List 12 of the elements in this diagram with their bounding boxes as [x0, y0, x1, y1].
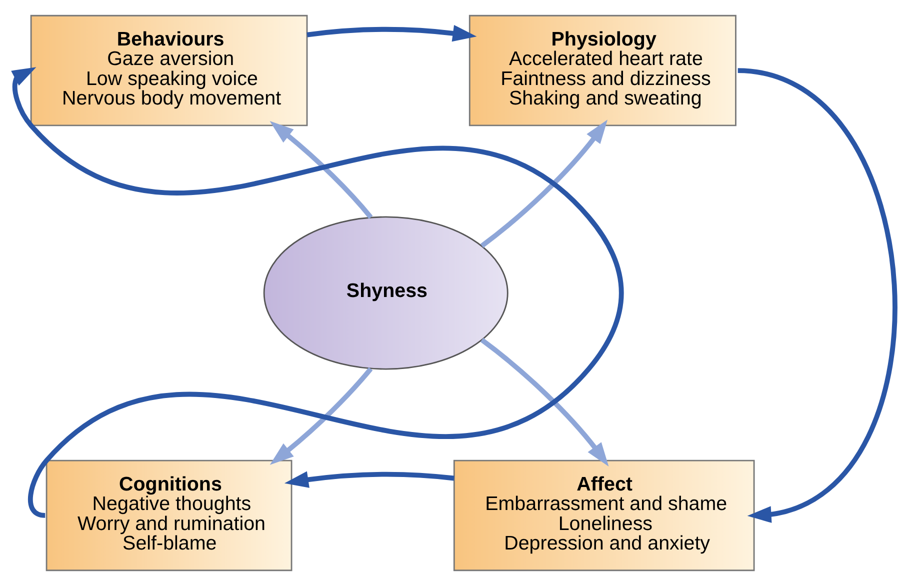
arrow	[480, 120, 608, 248]
node-box: Physiology Accelerated heart rate Faintness and dizziness Shaking and sweating	[468, 14, 736, 126]
node-box: Affect Embarrassment and shame Loneliness Depression and anxiety	[452, 460, 754, 572]
node-ellipse: Shyness	[262, 216, 508, 370]
arrow	[284, 471, 454, 488]
arrow	[306, 24, 476, 42]
arrow	[480, 338, 608, 466]
node-box: Cognitions Negative thoughts Worry and rumination Self-blame	[45, 460, 292, 572]
arrow	[736, 68, 896, 523]
node-box: Behaviours Gaze aversion Low speaking voice Nervous body movement	[30, 14, 308, 126]
arrow	[269, 121, 372, 219]
arrow	[269, 367, 372, 465]
